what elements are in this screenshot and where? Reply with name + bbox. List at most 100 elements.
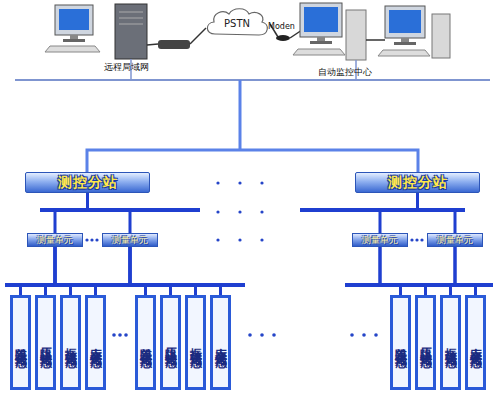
connector-line: [55, 247, 71, 295]
tower: [115, 4, 147, 59]
dot: [90, 238, 93, 241]
node-text: 压阻式传感: [162, 338, 179, 348]
router: [158, 40, 190, 49]
dot: [216, 238, 219, 241]
bus-connector: [88, 193, 131, 233]
bus-connector: [380, 193, 418, 233]
dot: [362, 333, 366, 337]
screen: [59, 9, 89, 30]
modem: [276, 35, 290, 41]
connector-line: [130, 247, 146, 295]
remote-computer: [45, 5, 100, 52]
node-text: 压阻式传感: [37, 338, 54, 348]
screen: [389, 10, 421, 33]
dot: [238, 238, 241, 241]
sensor-box: 差阻式传感: [10, 295, 31, 390]
sensor-box: 差阻式传感: [135, 295, 156, 390]
bus-connector: [418, 193, 456, 233]
dot: [124, 333, 128, 337]
stand: [401, 38, 409, 42]
connector-line: [88, 193, 131, 233]
control-substation-box: 测控分站: [355, 172, 480, 193]
node-text: 测量单元: [437, 234, 473, 247]
drive-slot: [119, 24, 143, 25]
drive-slot: [119, 18, 143, 19]
cable: [366, 39, 385, 41]
connector-line: [55, 193, 88, 233]
tower: [346, 10, 366, 60]
screen: [304, 7, 338, 32]
dot: [118, 333, 122, 337]
connector-line: [130, 247, 221, 295]
sensor-box: 应变式传感: [465, 295, 486, 390]
monitor: [55, 5, 93, 35]
caption-label: Moden: [268, 22, 295, 31]
bus-connector: [130, 247, 221, 295]
node-text: 振弦式传感: [187, 338, 204, 348]
bus-connector: [130, 247, 146, 295]
dot: [415, 238, 418, 241]
stand: [70, 35, 78, 39]
dot: [112, 333, 116, 337]
sensor-box: 振弦式传感: [60, 295, 81, 390]
caption-label: 远程局域网: [104, 61, 149, 74]
server-tower: [115, 4, 147, 59]
dot: [95, 238, 98, 241]
keyboard: [45, 46, 100, 52]
dot: [260, 181, 263, 184]
dot: [85, 238, 88, 241]
bus-connector: [55, 193, 88, 233]
node-text: 振弦式传感: [62, 338, 79, 348]
connector-line: [21, 247, 56, 295]
dot: [350, 333, 354, 337]
caption-label: 自动监控中心: [318, 66, 372, 79]
connector-line: [455, 247, 476, 295]
sensor-box: 压阻式传感: [35, 295, 56, 390]
bus-connector: [55, 247, 71, 295]
measurement-unit-box: 测量单元: [27, 233, 83, 247]
dot: [238, 210, 241, 213]
lan-line: [15, 79, 490, 81]
trunk-line: [87, 150, 418, 172]
node-text: 测量单元: [37, 234, 73, 247]
sensor-box: 压阻式传感: [160, 295, 181, 390]
bus-connector: [130, 247, 171, 295]
dot: [248, 333, 252, 337]
node-text: 振弦式传感: [442, 338, 459, 348]
connector-line: [380, 193, 418, 233]
cloud-shape: [207, 9, 267, 35]
cable: [147, 44, 158, 45]
node-text: 差阻式传感: [12, 338, 29, 348]
connector-line: [418, 193, 456, 233]
sensor-box: 差阻式传感: [390, 295, 411, 390]
dot: [272, 333, 276, 337]
connector-line: [130, 247, 196, 295]
keyboard: [293, 49, 345, 55]
dot: [420, 238, 423, 241]
dot: [216, 210, 219, 213]
dot: [216, 181, 219, 184]
base: [310, 41, 332, 44]
bus-connector: [21, 247, 56, 295]
tower: [432, 14, 450, 58]
stand: [317, 37, 325, 41]
monitor: [300, 3, 342, 37]
monitor: [385, 6, 425, 38]
node-text: 差阻式传感: [137, 338, 154, 348]
base: [63, 39, 85, 42]
trunk-line: [239, 80, 242, 150]
node-text: 差阻式传感: [392, 338, 409, 348]
sensor-box: 压阻式传感: [415, 295, 436, 390]
dot: [260, 333, 264, 337]
bus-connector: [130, 247, 196, 295]
connector-line: [380, 247, 426, 295]
node-text: 应变式传感: [212, 338, 229, 348]
sensor-box: 振弦式传感: [440, 295, 461, 390]
node-text: 测量单元: [362, 234, 398, 247]
connector-line: [380, 247, 401, 295]
base: [394, 42, 416, 45]
measurement-unit-box: 测量单元: [352, 233, 408, 247]
sensor-box: 应变式传感: [85, 295, 106, 390]
node-text: 测控分站: [388, 174, 448, 192]
